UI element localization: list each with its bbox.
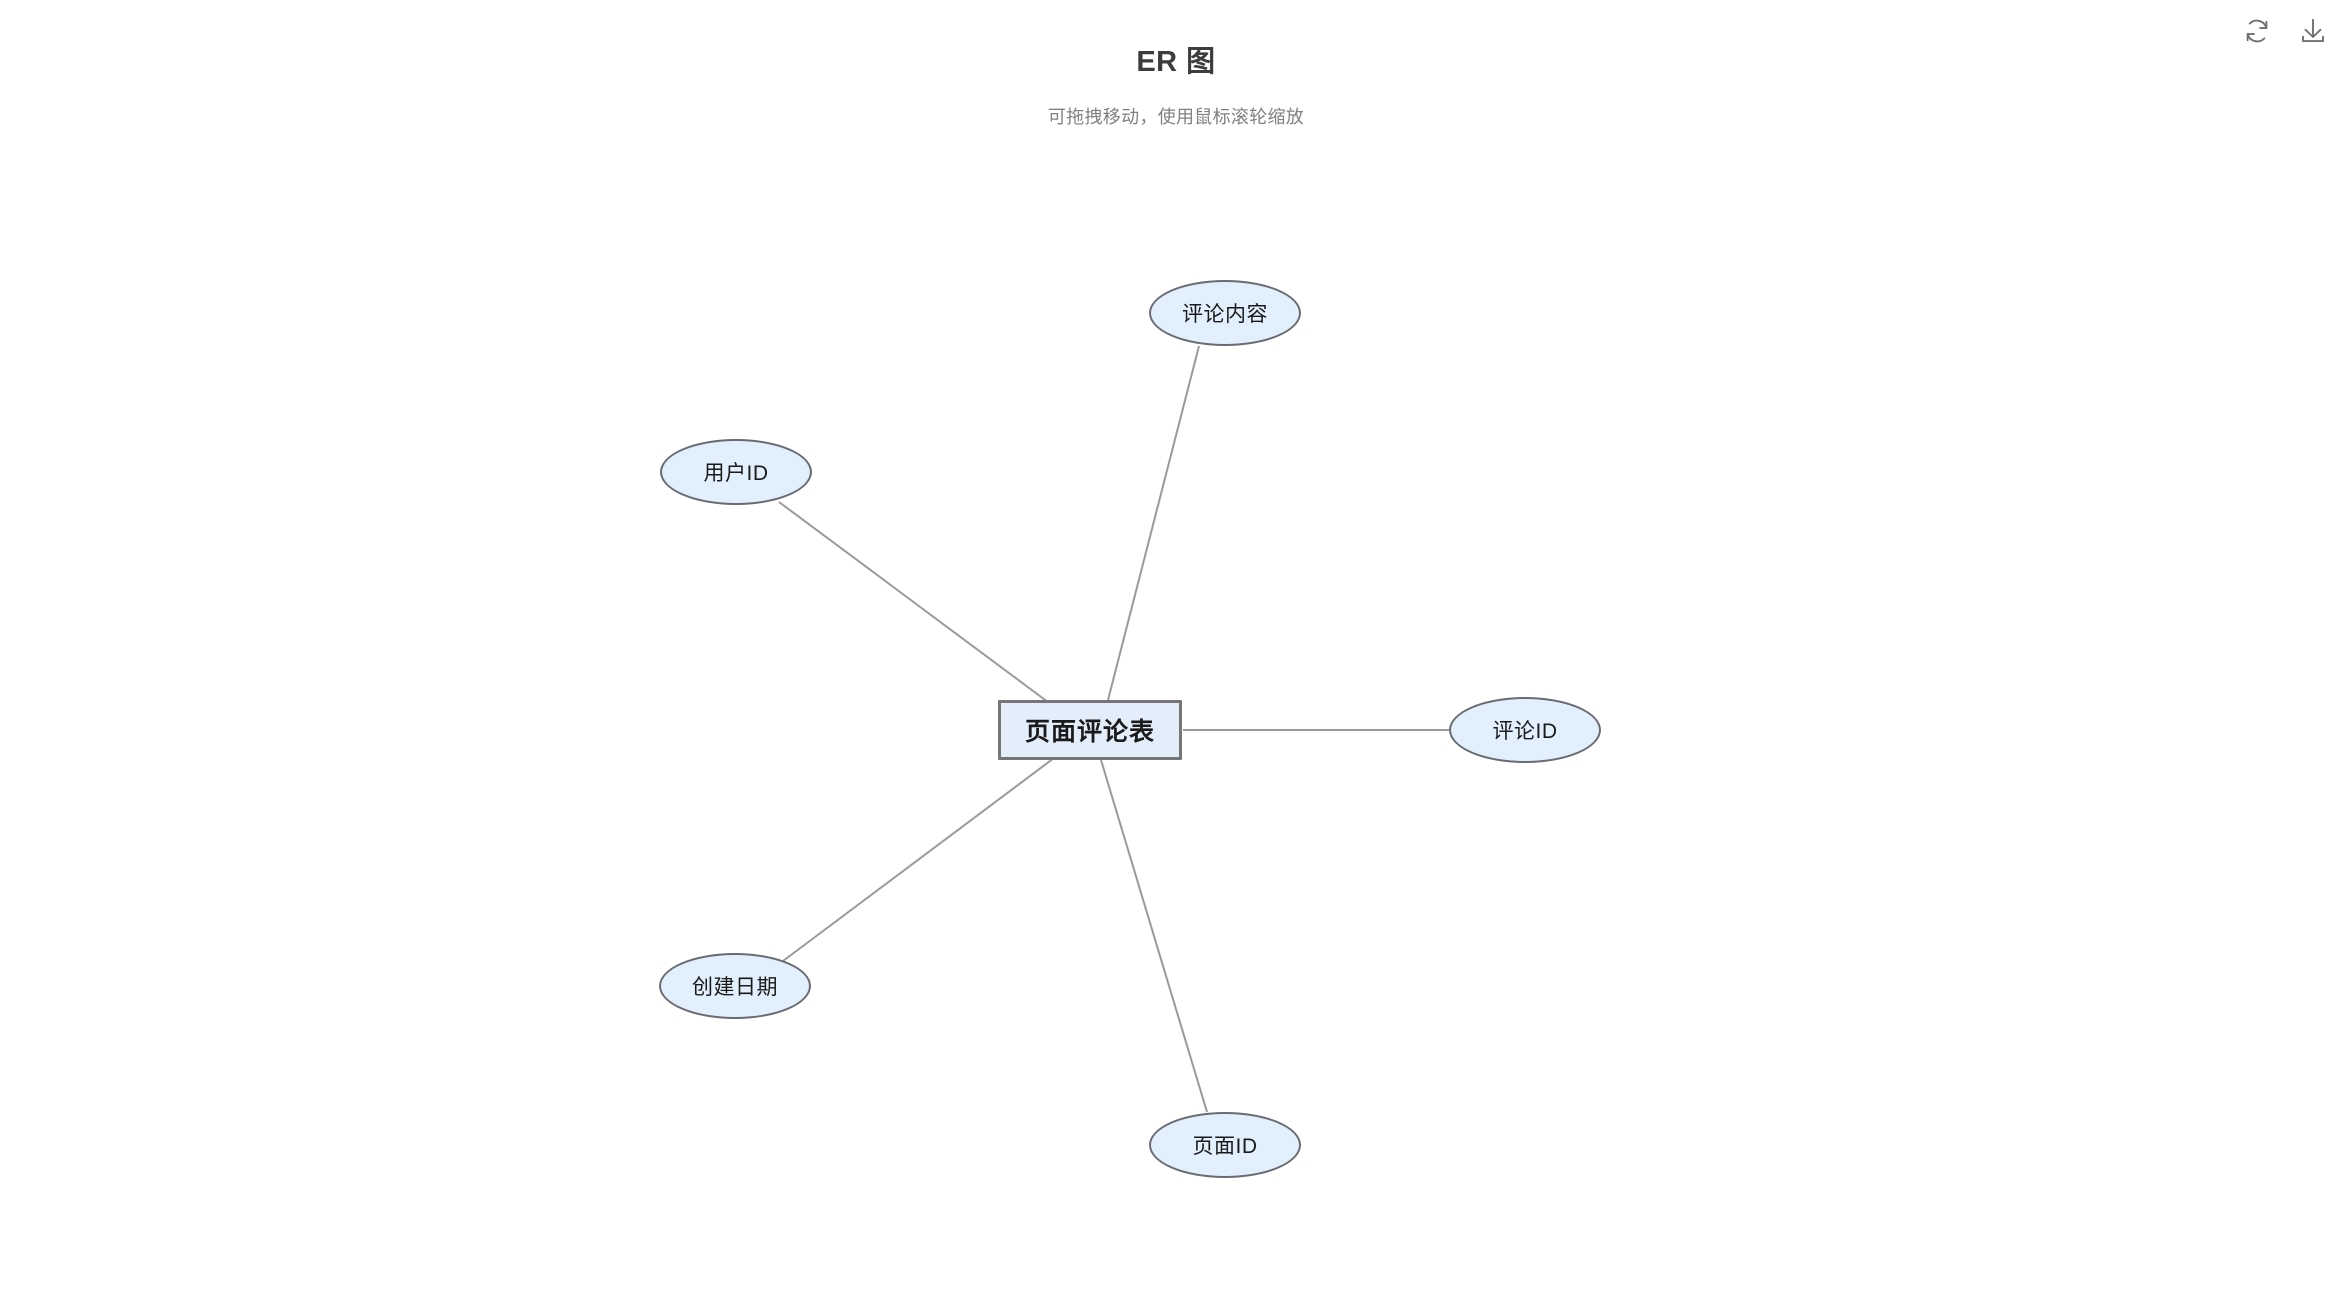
attribute-node-3-label: 创建日期 [692, 976, 778, 999]
edge-0 [1107, 345, 1200, 701]
entity-node-page-comments[interactable]: 页面评论表 [998, 700, 1182, 760]
attribute-node-0[interactable]: 评论内容 [1149, 280, 1301, 346]
download-icon [2298, 16, 2328, 46]
attribute-node-2[interactable]: 评论ID [1449, 697, 1601, 763]
edge-1 [778, 501, 1061, 712]
attribute-node-1[interactable]: 用户ID [660, 439, 812, 505]
attribute-node-3[interactable]: 创建日期 [659, 953, 811, 1019]
attribute-node-1-label: 用户ID [703, 462, 769, 485]
attribute-node-2-label: 评论ID [1492, 720, 1558, 743]
attribute-node-0-label: 评论内容 [1182, 303, 1268, 326]
edge-3 [782, 754, 1059, 962]
edge-4 [1100, 759, 1208, 1113]
refresh-icon [2242, 16, 2272, 46]
attribute-node-4[interactable]: 页面ID [1149, 1112, 1301, 1178]
entity-node-page-comments-label: 页面评论表 [1024, 718, 1155, 746]
toolbar [2240, 14, 2330, 48]
refresh-button[interactable] [2240, 14, 2274, 48]
attribute-node-4-label: 页面ID [1192, 1135, 1258, 1158]
download-button[interactable] [2296, 14, 2330, 48]
